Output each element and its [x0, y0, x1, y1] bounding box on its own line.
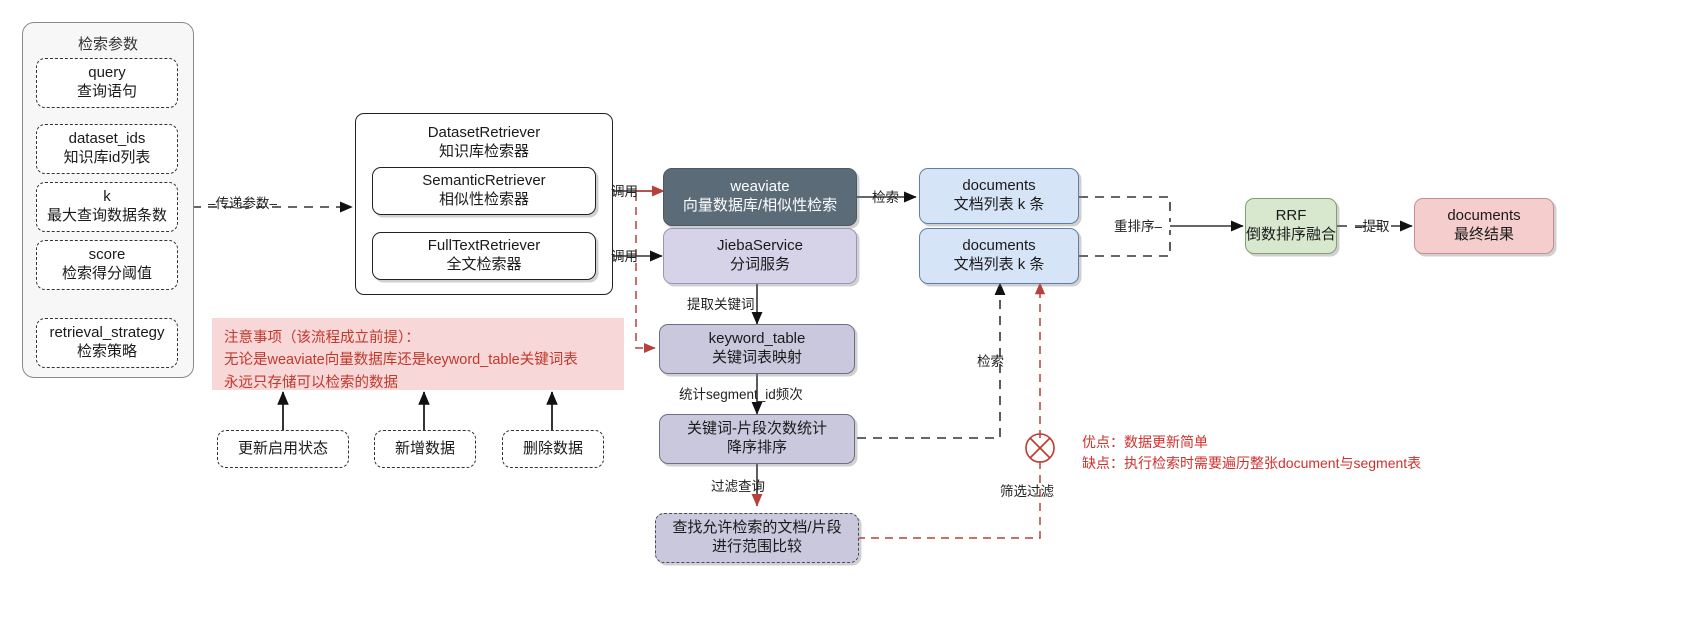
- param-k[interactable]: k 最大查询数据条数: [36, 182, 178, 232]
- param-retrieval-strategy-name: retrieval_strategy: [49, 324, 165, 342]
- edge-label-screen-filter: 筛选过滤: [1000, 484, 1054, 499]
- precondition-note-line3: 永远只存储可以检索的数据: [224, 374, 398, 391]
- semantic-retriever-name: SemanticRetriever: [422, 172, 546, 190]
- keyword-segment-stats-name: 关键词-片段次数统计: [687, 420, 827, 438]
- param-query[interactable]: query 查询语句: [36, 58, 178, 108]
- fulltext-retriever-desc: 全文检索器: [446, 256, 522, 273]
- param-score-desc: 检索得分阈值: [61, 265, 152, 282]
- input-add-data[interactable]: 新增数据: [374, 430, 476, 468]
- rrf-node[interactable]: RRF 倒数排序融合: [1245, 198, 1337, 254]
- documents-1-name: documents: [962, 177, 1036, 195]
- edge-label-count-segment: 统计segment_id频次: [679, 387, 803, 402]
- param-retrieval-strategy-desc: 检索策略: [76, 343, 137, 360]
- jieba-service-node[interactable]: JiebaService 分词服务: [663, 228, 857, 284]
- edge-label-extract: –提取: [1355, 219, 1390, 234]
- keyword-table-name: keyword_table: [708, 330, 806, 348]
- param-retrieval-strategy[interactable]: retrieval_strategy 检索策略: [36, 318, 178, 368]
- param-query-desc: 查询语句: [76, 83, 137, 100]
- params-panel-title: 检索参数: [77, 36, 138, 53]
- input-add-data-label: 新增数据: [394, 439, 455, 457]
- documents-node-1[interactable]: documents 文档列表 k 条: [919, 168, 1079, 224]
- documents-node-2[interactable]: documents 文档列表 k 条: [919, 228, 1079, 284]
- final-documents-node[interactable]: documents 最终结果: [1414, 198, 1554, 254]
- param-k-name: k: [103, 188, 111, 206]
- final-documents-name: documents: [1447, 207, 1521, 225]
- edge-label-extract-keyword: 提取关键词: [687, 297, 755, 312]
- weaviate-name: weaviate: [730, 178, 790, 196]
- documents-2-desc: 文档列表 k 条: [953, 256, 1045, 273]
- input-update-enable-status-label: 更新启用状态: [237, 439, 328, 457]
- edge-label-filter-query: 过滤查询: [711, 479, 765, 494]
- input-delete-data-label: 删除数据: [522, 439, 583, 457]
- fulltext-retriever-node[interactable]: FullTextRetriever 全文检索器: [372, 232, 596, 280]
- param-query-name: query: [88, 64, 126, 82]
- rrf-desc: 倒数排序融合: [1246, 226, 1337, 243]
- param-dataset-ids[interactable]: dataset_ids 知识库id列表: [36, 124, 178, 174]
- param-k-desc: 最大查询数据条数: [46, 207, 167, 224]
- keyword-segment-stats-desc: 降序排序: [726, 439, 787, 456]
- precondition-note: 注意事项（该流程成立前提）： 无论是weaviate向量数据库还是keyword…: [212, 318, 624, 391]
- param-score[interactable]: score 检索得分阈值: [36, 240, 178, 290]
- semantic-retriever-desc: 相似性检索器: [438, 191, 529, 208]
- edge-label-retrieve-top: 检索: [872, 190, 899, 205]
- final-documents-desc: 最终结果: [1453, 226, 1514, 243]
- edge-label-pass-params: –传递参数–: [208, 196, 278, 211]
- param-dataset-ids-desc: 知识库id列表: [63, 149, 151, 166]
- param-dataset-ids-name: dataset_ids: [68, 130, 146, 148]
- jieba-service-desc: 分词服务: [729, 256, 790, 273]
- dataset-retriever-title: DatasetRetriever: [427, 124, 541, 141]
- semantic-retriever-node[interactable]: SemanticRetriever 相似性检索器: [372, 167, 596, 215]
- dataset-retriever-subtitle: 知识库检索器: [438, 142, 529, 160]
- rrf-name: RRF: [1275, 207, 1307, 225]
- keyword-table-node[interactable]: keyword_table 关键词表映射: [659, 324, 855, 374]
- edge-label-call-1: 调用: [611, 184, 638, 199]
- pros-cons-note-line1: 优点：数据更新简单: [1082, 434, 1208, 450]
- edge-label-rerank: 重排序–: [1114, 219, 1163, 234]
- precondition-note-line2: 无论是weaviate向量数据库还是keyword_table关键词表: [224, 352, 578, 369]
- edge-label-retrieve-right: 检索: [977, 354, 1004, 369]
- pros-cons-note-line2: 缺点：执行检索时需要遍历整张document与segment表: [1082, 455, 1422, 471]
- input-delete-data[interactable]: 删除数据: [502, 430, 604, 468]
- jieba-service-name: JiebaService: [717, 237, 803, 255]
- keyword-segment-stats-node[interactable]: 关键词-片段次数统计 降序排序: [659, 414, 855, 464]
- weaviate-node[interactable]: weaviate 向量数据库/相似性检索: [663, 168, 857, 226]
- precondition-note-line1: 注意事项（该流程成立前提）：: [224, 330, 420, 346]
- pros-cons-note: 优点：数据更新简单 缺点：执行检索时需要遍历整张document与segment…: [1082, 432, 1421, 474]
- fulltext-retriever-name: FullTextRetriever: [427, 237, 541, 255]
- documents-2-name: documents: [962, 237, 1036, 255]
- find-retrievable-docs-name: 查找允许检索的文档/片段: [672, 519, 842, 537]
- find-retrievable-docs-desc: 进行范围比较: [711, 538, 802, 555]
- edge-label-call-2: 调用: [611, 249, 638, 264]
- input-update-enable-status[interactable]: 更新启用状态: [217, 430, 349, 468]
- documents-1-desc: 文档列表 k 条: [953, 196, 1045, 213]
- keyword-table-desc: 关键词表映射: [711, 349, 802, 366]
- find-retrievable-docs-node[interactable]: 查找允许检索的文档/片段 进行范围比较: [655, 513, 859, 563]
- param-score-name: score: [88, 246, 126, 264]
- weaviate-desc: 向量数据库/相似性检索: [682, 197, 838, 214]
